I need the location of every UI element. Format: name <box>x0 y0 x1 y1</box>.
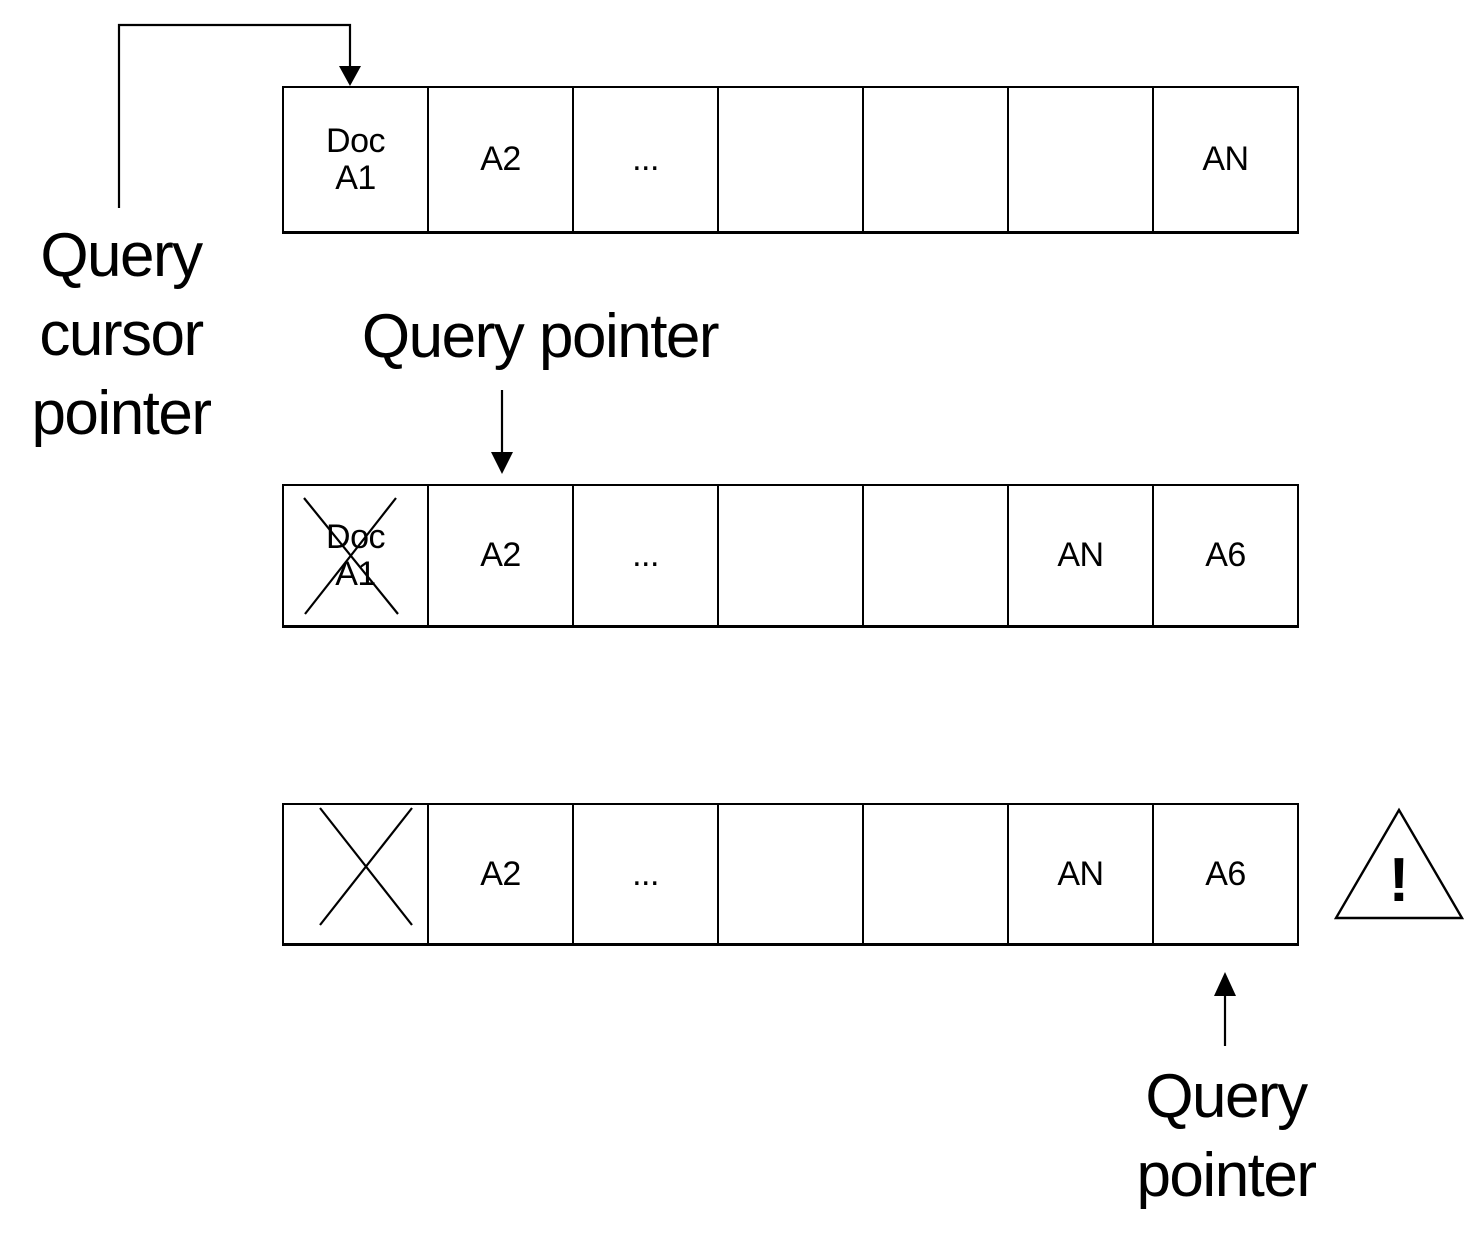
array-cell: Doc A1 <box>284 88 429 231</box>
array-cell: AN <box>1009 805 1154 943</box>
cell-label: Doc A1 <box>326 517 385 593</box>
warning-exclamation: ! <box>1389 846 1410 915</box>
array-cell <box>719 88 864 231</box>
array-cell: A6 <box>1154 486 1297 625</box>
array-cell <box>864 805 1009 943</box>
query-pointer-up-arrow-icon <box>1214 972 1236 1046</box>
array-cell: AN <box>1154 88 1297 231</box>
cell-label: ... <box>632 854 659 893</box>
array-cell <box>864 486 1009 625</box>
query-cursor-pointer-label: Query cursor pointer <box>31 221 212 448</box>
array-row-initial: Doc A1 A2 ... AN <box>282 86 1299 234</box>
array-cell <box>1009 88 1154 231</box>
cell-label: A2 <box>480 536 521 575</box>
query-pointer-label-bottom: Query pointer <box>1136 1062 1317 1210</box>
array-cell-crossed <box>284 805 429 943</box>
array-cell-crossed: Doc A1 <box>284 486 429 625</box>
array-cell: AN <box>1009 486 1154 625</box>
cell-label: A2 <box>480 854 521 893</box>
cell-label: A2 <box>480 140 521 179</box>
array-cell <box>719 805 864 943</box>
cell-label: A6 <box>1205 536 1246 575</box>
array-cell: ... <box>574 88 719 231</box>
cell-label: AN <box>1202 140 1249 179</box>
array-cell: A6 <box>1154 805 1297 943</box>
warning-triangle-icon: ! <box>1333 807 1465 920</box>
cell-label: AN <box>1057 536 1104 575</box>
cell-label: AN <box>1057 854 1104 893</box>
array-row-after-insert: Doc A1 A2 ... AN A6 <box>282 484 1299 628</box>
query-pointer-label-middle: Query pointer <box>361 302 720 371</box>
array-cell <box>864 88 1009 231</box>
array-cell: A2 <box>429 486 574 625</box>
query-pointer-down-arrow-icon <box>491 390 513 474</box>
cell-label: ... <box>632 536 659 575</box>
array-row-final: A2 ... AN A6 <box>282 803 1299 946</box>
array-cell: A2 <box>429 88 574 231</box>
array-cell: ... <box>574 486 719 625</box>
array-cell: A2 <box>429 805 574 943</box>
array-cell <box>719 486 864 625</box>
cell-label: A6 <box>1205 854 1246 893</box>
cell-label: ... <box>632 140 659 179</box>
array-cell: ... <box>574 805 719 943</box>
cell-label: Doc A1 <box>326 121 385 197</box>
